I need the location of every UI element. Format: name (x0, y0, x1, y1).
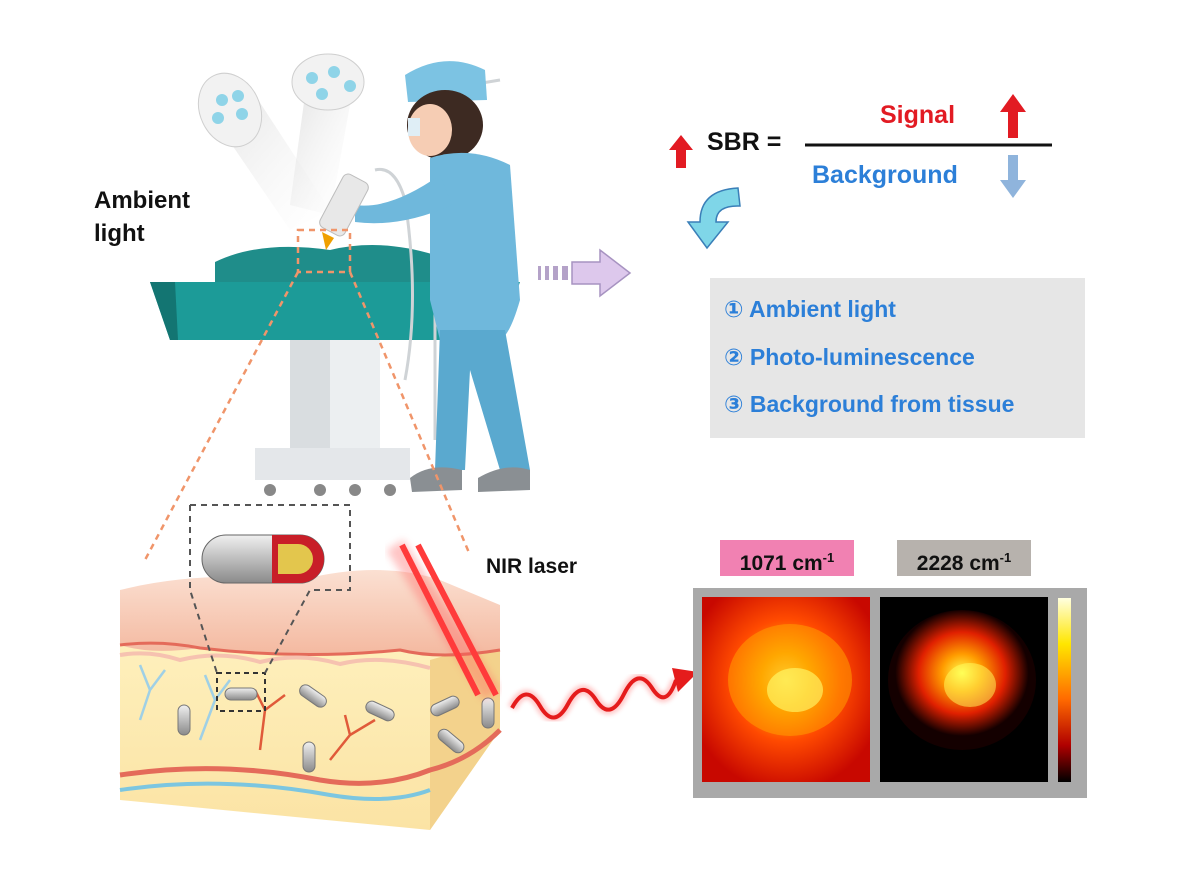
raman-image-panel (693, 588, 1087, 798)
sbr-formula (669, 94, 1052, 250)
ambient-light-label: Ambient light (94, 187, 190, 247)
zoom-guides (143, 228, 472, 561)
down-arrow-icon (1000, 155, 1026, 198)
curved-arrow-icon (686, 187, 741, 250)
background-source-3: ③ Background from tissue (724, 391, 1015, 417)
surgical-light-right-icon (290, 53, 365, 215)
nir-laser-label: NIR laser (486, 555, 578, 578)
surgeon-icon (355, 61, 530, 492)
signal-wave-arrow-icon (507, 668, 698, 723)
up-arrow-icon (669, 94, 1026, 168)
sbr-label: SBR = (707, 128, 782, 156)
channel-tag-2228: 2228 cm-1 (897, 540, 1031, 576)
operating-table-icon (150, 78, 520, 496)
background-label: Background (812, 161, 958, 189)
channel-tag-1071: 1071 cm-1 (720, 540, 854, 576)
capsule-callout (189, 504, 351, 712)
nanoparticles (177, 684, 495, 773)
magnified-nanocapsule-icon (201, 534, 325, 584)
colorbar (1058, 598, 1071, 782)
background-source-1: ① Ambient light (724, 296, 896, 322)
background-sources-box: ① Ambient light ② Photo-luminescence ③ B… (710, 278, 1085, 438)
signal-label: Signal (880, 101, 956, 129)
handheld-probe-icon (319, 173, 369, 250)
background-source-2: ② Photo-luminescence (724, 344, 975, 370)
right-arrow-icon (538, 248, 632, 298)
nir-laser-beam (386, 539, 501, 701)
